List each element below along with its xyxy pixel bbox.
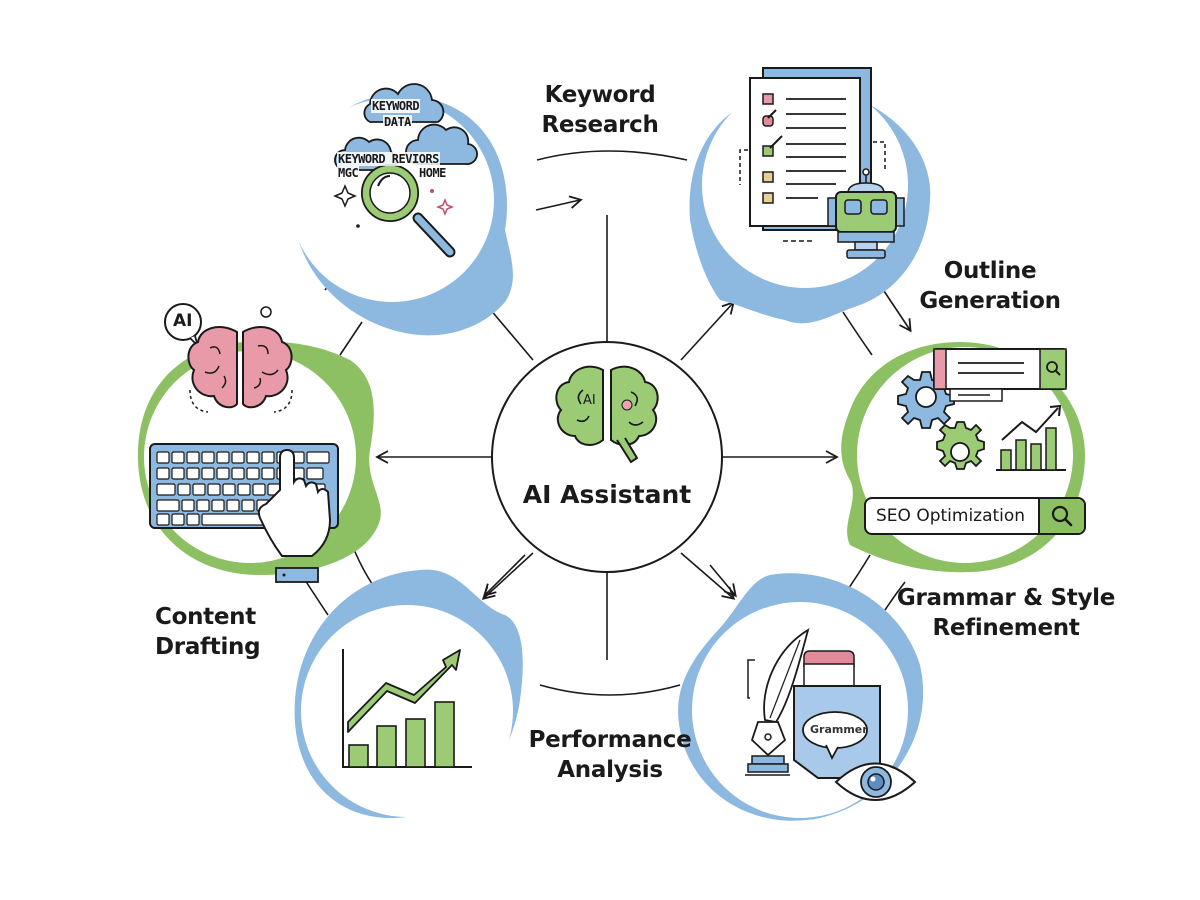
keyboard-key — [252, 483, 266, 496]
node-outline-generation[interactable] — [689, 67, 931, 324]
keyboard-key — [306, 451, 330, 464]
keyboard-key — [171, 451, 185, 464]
search-bar-icon — [933, 348, 1067, 402]
keyword-illustration-text-4: MGC — [337, 166, 360, 180]
keyboard-key — [207, 483, 221, 496]
label-line: Performance — [528, 727, 692, 753]
keyword-illustration-text-1: KEYWORD — [371, 99, 421, 113]
keyboard-key — [181, 499, 195, 512]
quill-pen-icon — [745, 628, 810, 776]
ring-arc-top — [536, 150, 688, 161]
keyboard-key — [156, 499, 180, 512]
bar-chart-trend-icon — [342, 649, 472, 768]
spoke-up-right — [680, 300, 735, 361]
keyboard-key — [186, 451, 200, 464]
label-content-drafting: Content Drafting — [155, 602, 285, 662]
label-line: Research — [541, 112, 659, 138]
label-performance-analysis: Performance Analysis — [520, 725, 700, 785]
ring-arc-left-upper — [339, 321, 363, 356]
keyboard-key — [192, 483, 206, 496]
arrow-to-grammar — [709, 564, 737, 598]
keyboard-key — [261, 451, 275, 464]
label-line: Generation — [919, 288, 1061, 314]
node-grammar-style[interactable] — [678, 573, 924, 821]
keyboard-key — [231, 451, 245, 464]
ring-arc-bottom — [539, 684, 681, 696]
keyboard-key — [186, 467, 200, 480]
keyboard-key — [222, 483, 236, 496]
label-line: Refinement — [932, 615, 1080, 641]
keyword-illustration-text-5: HOME — [418, 166, 447, 180]
sparkle-icons — [333, 184, 455, 228]
seo-optimization-label: SEO Optimization — [876, 506, 1026, 526]
brain-icon: AI — [555, 365, 659, 464]
spokes — [375, 215, 839, 660]
arrow-to-outline — [879, 284, 912, 333]
search-icon — [1051, 505, 1073, 527]
arrow-to-keyword — [535, 195, 583, 211]
keyboard-key — [226, 499, 240, 512]
keyboard-key — [186, 513, 200, 526]
keyword-illustration-text-3: KEYWORD REVIORS — [337, 152, 440, 166]
keyboard-key — [196, 499, 210, 512]
label-line: Outline — [943, 258, 1037, 284]
keyboard-key — [156, 513, 170, 526]
keyboard-key — [246, 467, 260, 480]
center-hub[interactable]: AI — [491, 341, 723, 573]
growth-chart-icon — [996, 404, 1066, 471]
label-line: Content — [155, 604, 256, 630]
keyboard-key — [156, 451, 170, 464]
spoke-down-left — [481, 552, 534, 600]
magnifying-glass-icon — [361, 164, 456, 258]
label-keyword-research: Keyword Research — [530, 80, 670, 140]
label-line: Grammar & Style — [896, 585, 1116, 611]
label-line: Drafting — [155, 634, 261, 660]
keyboard-key — [171, 467, 185, 480]
keyboard-key — [237, 483, 251, 496]
keyboard-key — [156, 483, 176, 496]
label-grammar-style: Grammar & Style Refinement — [890, 583, 1122, 643]
keyboard-key — [216, 451, 230, 464]
center-label: AI Assistant — [522, 480, 692, 509]
node-performance-analysis[interactable] — [294, 569, 523, 819]
label-line: Analysis — [557, 757, 663, 783]
ai-speech-bubble-icon — [164, 303, 272, 347]
grammar-bubble-text: Grammer — [810, 723, 868, 736]
keyboard-key — [241, 499, 255, 512]
ring-arc-right-upper — [842, 311, 873, 356]
spoke-down-right — [680, 552, 736, 600]
keyword-illustration-text-2: DATA — [383, 115, 412, 129]
robot-icon — [827, 168, 905, 259]
document-icon — [793, 650, 881, 779]
search-button[interactable] — [1038, 499, 1084, 533]
arrow-to-performance — [482, 554, 526, 598]
keyboard-key — [171, 513, 185, 526]
keyboard-key — [216, 467, 230, 480]
keyboard-key — [201, 467, 215, 480]
node-content-drafting[interactable] — [137, 303, 381, 583]
keyboard-key — [246, 451, 260, 464]
keyboard-key — [211, 499, 225, 512]
ai-bubble-text: AI — [173, 311, 193, 331]
brain-ai-tag: AI — [583, 393, 596, 408]
hand-pointer-icon — [257, 448, 332, 583]
keyboard-key — [201, 451, 215, 464]
keyboard-key — [231, 467, 245, 480]
label-line: Keyword — [544, 82, 656, 108]
eye-icon — [834, 762, 917, 801]
gear-green-icon — [936, 421, 985, 470]
keyboard-key — [306, 467, 324, 480]
ring-arc-left-bottom — [304, 579, 329, 616]
label-outline-generation: Outline Generation — [915, 256, 1065, 316]
seo-optimization-search-box[interactable]: SEO Optimization — [864, 497, 1086, 535]
keyboard-key — [261, 467, 275, 480]
keyboard-key — [156, 467, 170, 480]
brain-pink-icon — [187, 326, 293, 413]
keyboard-key — [177, 483, 191, 496]
ring-arc-right-bottom — [884, 581, 906, 611]
node-seo-optimization[interactable] — [841, 342, 1085, 573]
